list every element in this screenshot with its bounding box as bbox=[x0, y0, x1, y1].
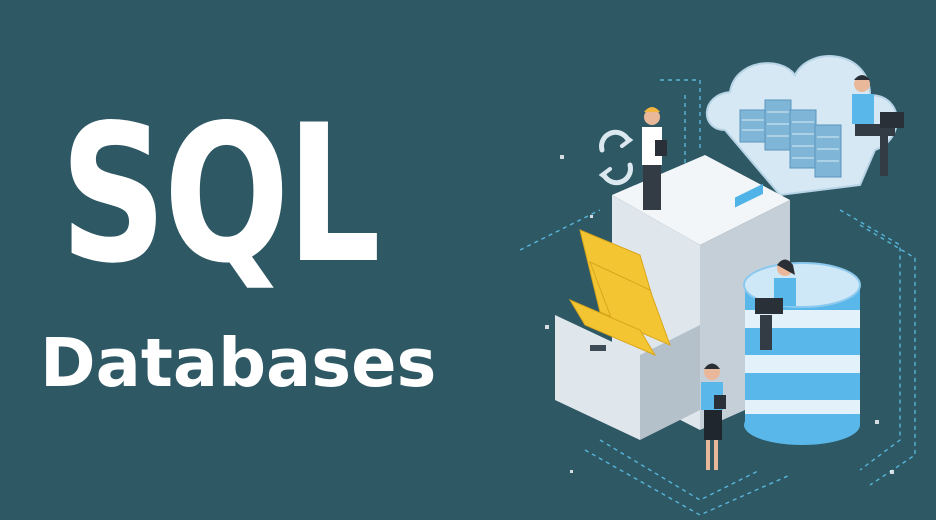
person-standing-icon bbox=[701, 363, 726, 470]
banner-subtitle: Databases bbox=[40, 324, 437, 402]
person-seated-on-database-icon bbox=[755, 259, 796, 350]
database-cylinder-icon bbox=[743, 262, 861, 445]
refresh-arrows-icon bbox=[598, 129, 634, 186]
person-with-laptop-icon bbox=[852, 75, 904, 176]
banner-title: SQL bbox=[60, 84, 381, 305]
person-with-tablet-icon bbox=[642, 107, 667, 210]
cloud-server-icon bbox=[705, 55, 898, 197]
